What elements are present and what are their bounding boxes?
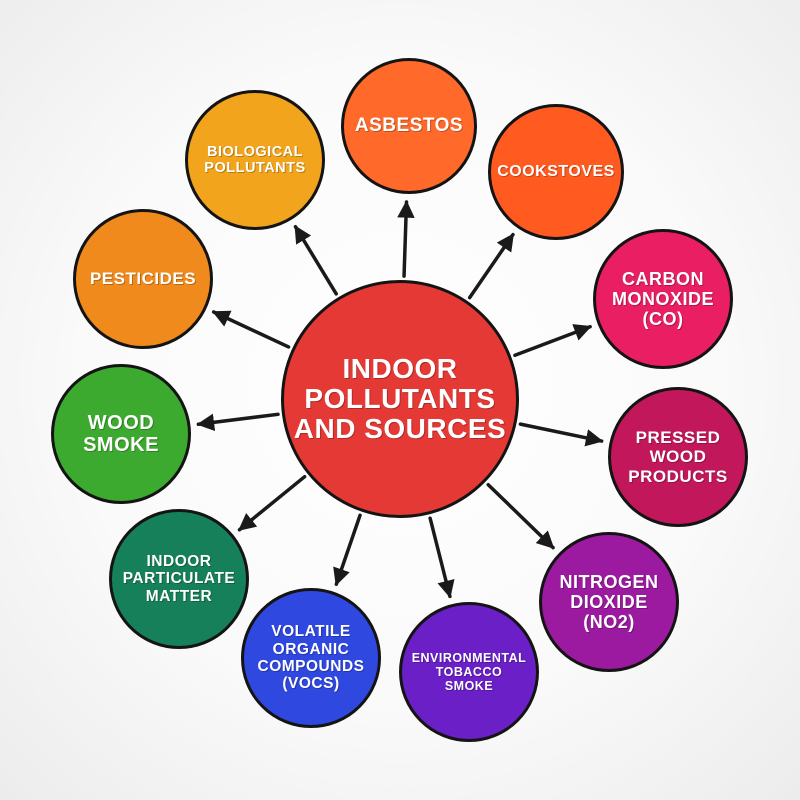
node-biological-pollutants: BIOLOGICAL POLLUTANTS: [185, 90, 325, 230]
node-carbon-monoxide-label: CARBON MONOXIDE (CO): [611, 268, 714, 330]
node-wood-smoke: WOOD SMOKE: [51, 364, 191, 504]
node-volatile-organic-compounds-label: VOLATILE ORGANIC COMPOUNDS (VOCS): [257, 623, 365, 693]
node-nitrogen-dioxide-label: NITROGEN DIOXIDE (NO2): [559, 571, 659, 633]
node-asbestos: ASBESTOS: [341, 58, 477, 194]
node-indoor-particulate-matter: INDOOR PARTICULATE MATTER: [109, 509, 249, 649]
arrow-to-carbon-monoxide: [513, 324, 592, 358]
node-wood-smoke-label: WOOD SMOKE: [83, 411, 159, 456]
arrow-to-cookstoves: [467, 232, 515, 300]
arrow-to-pesticides: [211, 310, 291, 349]
arrow-to-biological-pollutants: [293, 224, 338, 296]
arrow-to-environmental-tobacco-smoke: [428, 516, 455, 599]
center-topic: INDOOR POLLUTANTS AND SOURCES: [281, 280, 519, 518]
node-carbon-monoxide: CARBON MONOXIDE (CO): [593, 229, 733, 369]
node-biological-pollutants-label: BIOLOGICAL POLLUTANTS: [204, 143, 306, 176]
node-pressed-wood-products-label: PRESSED WOOD PRODUCTS: [628, 428, 728, 486]
node-volatile-organic-compounds: VOLATILE ORGANIC COMPOUNDS (VOCS): [241, 588, 381, 728]
node-environmental-tobacco-smoke: ENVIRONMENTAL TOBACCO SMOKE: [399, 602, 539, 742]
center-topic-label: INDOOR POLLUTANTS AND SOURCES: [293, 352, 507, 445]
node-pesticides-label: PESTICIDES: [89, 269, 197, 289]
node-asbestos-label: ASBESTOS: [354, 115, 464, 137]
arrow-to-indoor-particulate-matter: [237, 474, 307, 532]
arrow-to-asbestos: [397, 200, 415, 278]
arrow-to-wood-smoke: [196, 412, 280, 432]
node-environmental-tobacco-smoke-label: ENVIRONMENTAL TOBACCO SMOKE: [411, 651, 527, 693]
arrow-to-nitrogen-dioxide: [486, 482, 555, 550]
arrow-to-pressed-wood-products: [518, 422, 604, 447]
node-pressed-wood-products: PRESSED WOOD PRODUCTS: [608, 387, 748, 527]
arrow-to-volatile-organic-compounds: [333, 513, 362, 586]
node-cookstoves: COOKSTOVES: [488, 104, 624, 240]
node-pesticides: PESTICIDES: [73, 209, 213, 349]
node-cookstoves-label: COOKSTOVES: [497, 163, 615, 181]
node-indoor-particulate-matter-label: INDOOR PARTICULATE MATTER: [122, 552, 236, 605]
node-nitrogen-dioxide: NITROGEN DIOXIDE (NO2): [539, 532, 679, 672]
